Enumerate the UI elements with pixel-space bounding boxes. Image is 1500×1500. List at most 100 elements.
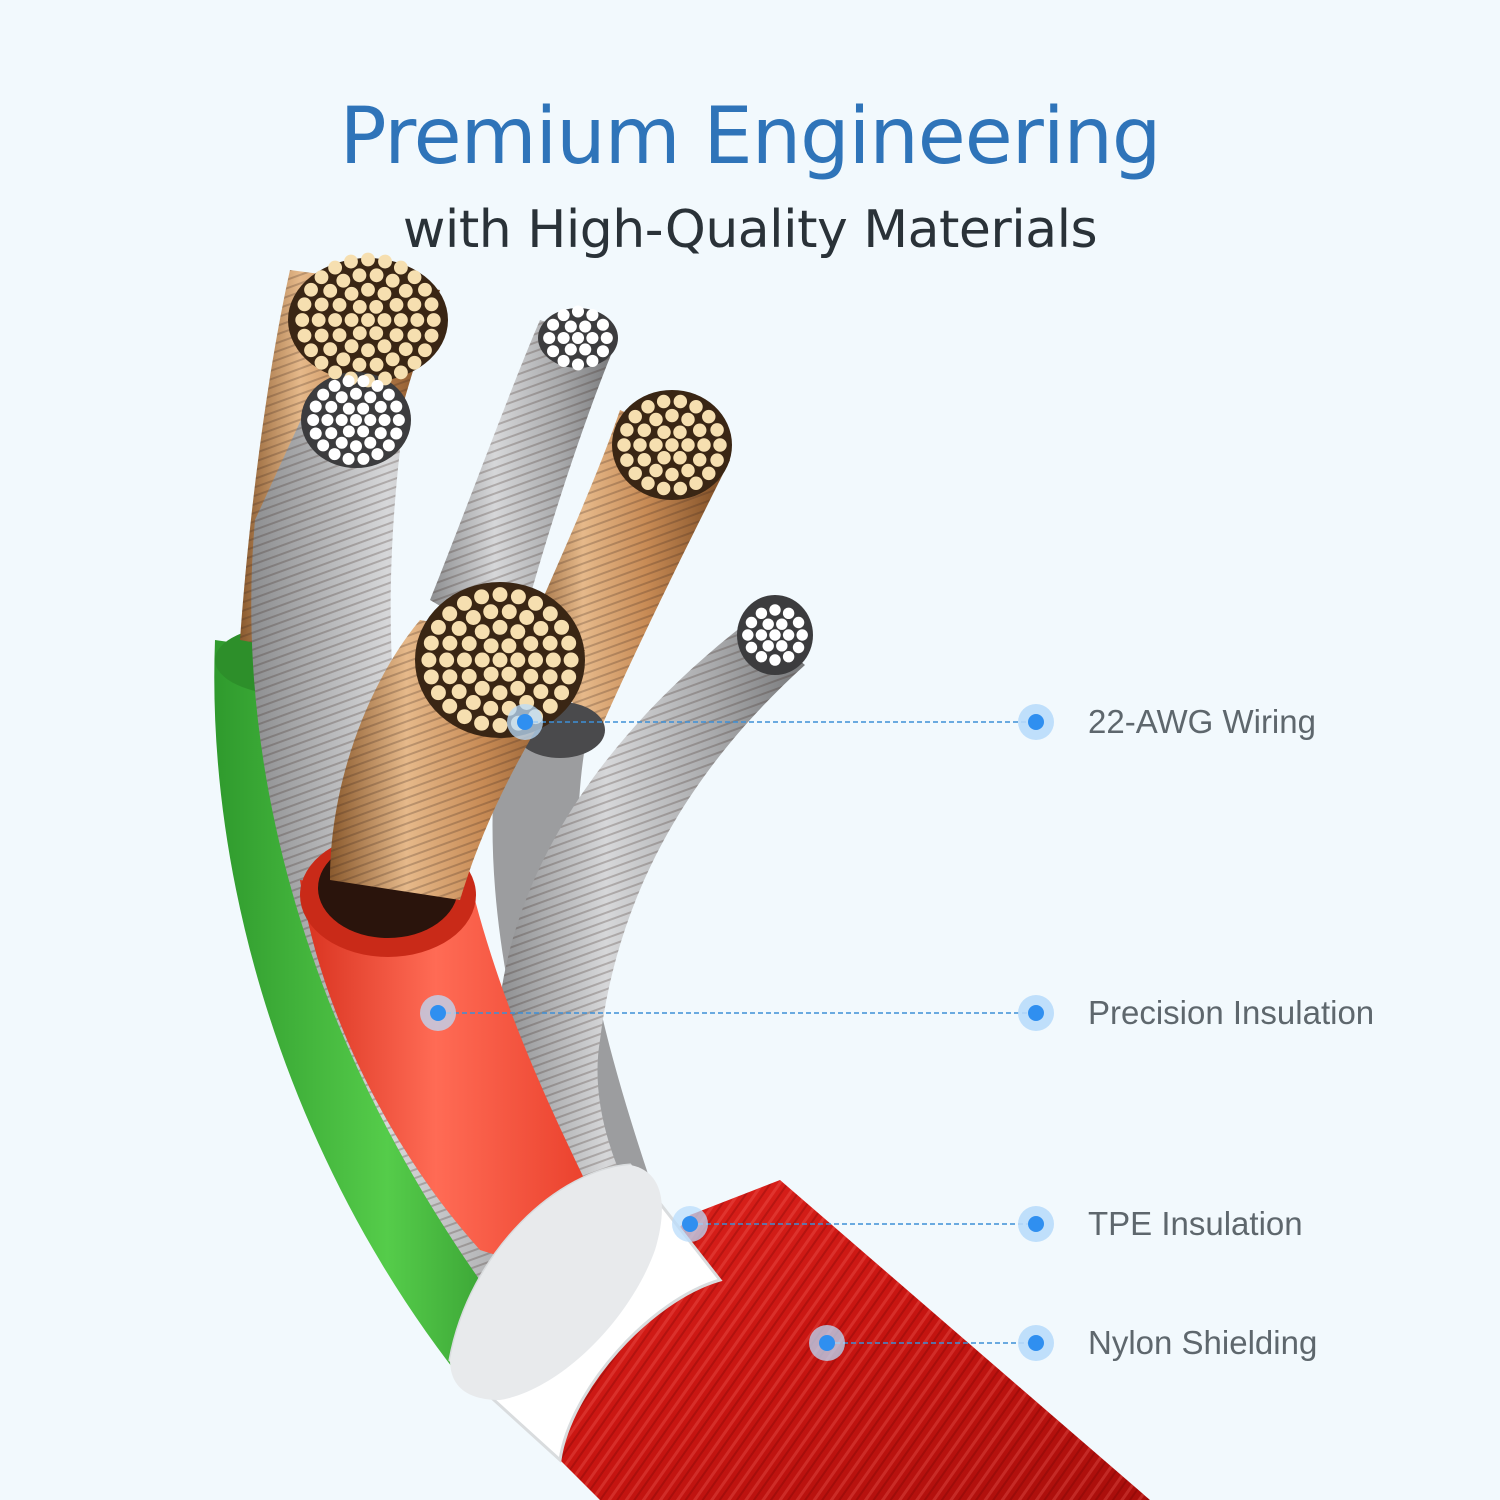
strand-end (510, 589, 526, 605)
strand-end (451, 684, 467, 700)
strand-end (641, 400, 655, 414)
strand-end (314, 355, 329, 370)
strand-end (492, 619, 508, 635)
strand-end (451, 620, 467, 636)
strand-end (364, 414, 377, 426)
strand-end (314, 297, 329, 312)
strand-end (665, 467, 679, 482)
strand-end (571, 305, 585, 318)
strand-end (317, 439, 330, 452)
strand-end (665, 408, 679, 423)
strand-end (439, 652, 455, 668)
strand-end (421, 652, 437, 668)
strand-end (755, 629, 768, 641)
strand-end (426, 313, 441, 327)
strand-end (342, 425, 355, 438)
callout-dot-icon (1028, 1216, 1044, 1232)
strand-end (374, 400, 387, 413)
strand-end (474, 589, 490, 605)
strand-end (423, 669, 439, 685)
strand-end (342, 452, 355, 465)
strand-end (297, 297, 312, 312)
strand-end (393, 260, 408, 275)
strand-end (442, 606, 458, 622)
strand-end (557, 354, 570, 367)
strand-end (792, 641, 805, 654)
strand-end (424, 328, 439, 343)
strand-end (307, 414, 320, 426)
strand-end (557, 331, 570, 345)
strand-end (364, 436, 377, 449)
callout-dot-icon (1028, 714, 1044, 730)
strand-end (369, 268, 384, 283)
strand-end (328, 313, 343, 327)
strand-end (557, 309, 570, 322)
strand-end (357, 402, 370, 415)
strand-end (465, 695, 481, 710)
strand-end (586, 309, 599, 322)
callout-label-nylon-shielding: Nylon Shielding (1088, 1324, 1318, 1361)
strand-end (309, 427, 322, 440)
strand-end (571, 331, 585, 345)
strand-end (474, 652, 490, 668)
strand-end (533, 684, 549, 700)
strand-end (398, 342, 413, 357)
strand-end (628, 466, 642, 481)
strand-end (745, 616, 758, 629)
strand-end (350, 440, 362, 453)
strand-end (371, 379, 384, 392)
strand-end (361, 343, 375, 358)
strand-end (523, 636, 539, 652)
strand-end (483, 666, 499, 682)
strand-end (352, 299, 367, 314)
strand-end (474, 715, 490, 731)
strand-end (465, 610, 481, 625)
strand-end (357, 425, 370, 438)
strand-end (390, 400, 403, 413)
strand-end (461, 636, 477, 652)
strand-end (474, 624, 490, 640)
strand-end (418, 282, 432, 297)
strand-end (389, 328, 404, 343)
strand-end (762, 618, 774, 630)
strand-end (649, 438, 663, 452)
strand-end (385, 352, 400, 367)
strand-end (681, 463, 695, 478)
strand-end (342, 375, 355, 388)
strand-end (769, 604, 781, 616)
strand-end (510, 680, 526, 696)
strand-end (665, 438, 679, 452)
headline-title: Premium Engineering (339, 92, 1162, 182)
callout-label-tpe-insulation: TPE Insulation (1088, 1205, 1303, 1242)
strand-end (554, 685, 570, 701)
strand-end (742, 629, 754, 641)
strand-end (456, 652, 472, 668)
strand-end (344, 339, 359, 354)
strand-end (314, 270, 329, 285)
strand-end (710, 423, 724, 437)
strand-end (528, 652, 544, 668)
strand-end (564, 343, 577, 356)
strand-end (336, 273, 351, 288)
strand-end (390, 427, 403, 440)
strand-end (596, 318, 609, 331)
strand-end (673, 481, 688, 496)
strand-end (519, 610, 535, 625)
strand-end (637, 453, 652, 467)
strand-end (328, 365, 343, 380)
strand-end (563, 652, 579, 668)
strand-end (782, 629, 795, 641)
strand-end (554, 619, 570, 635)
conductor-strand-ends (295, 252, 808, 733)
strand-end (325, 400, 338, 413)
strand-end (656, 394, 671, 409)
strand-end (600, 331, 613, 345)
strand-end (545, 652, 561, 668)
strand-end (352, 357, 367, 372)
strand-end (710, 453, 724, 467)
strand-end (776, 618, 788, 630)
strand-end (762, 640, 774, 652)
strand-end (692, 453, 707, 467)
strand-end (311, 313, 326, 327)
